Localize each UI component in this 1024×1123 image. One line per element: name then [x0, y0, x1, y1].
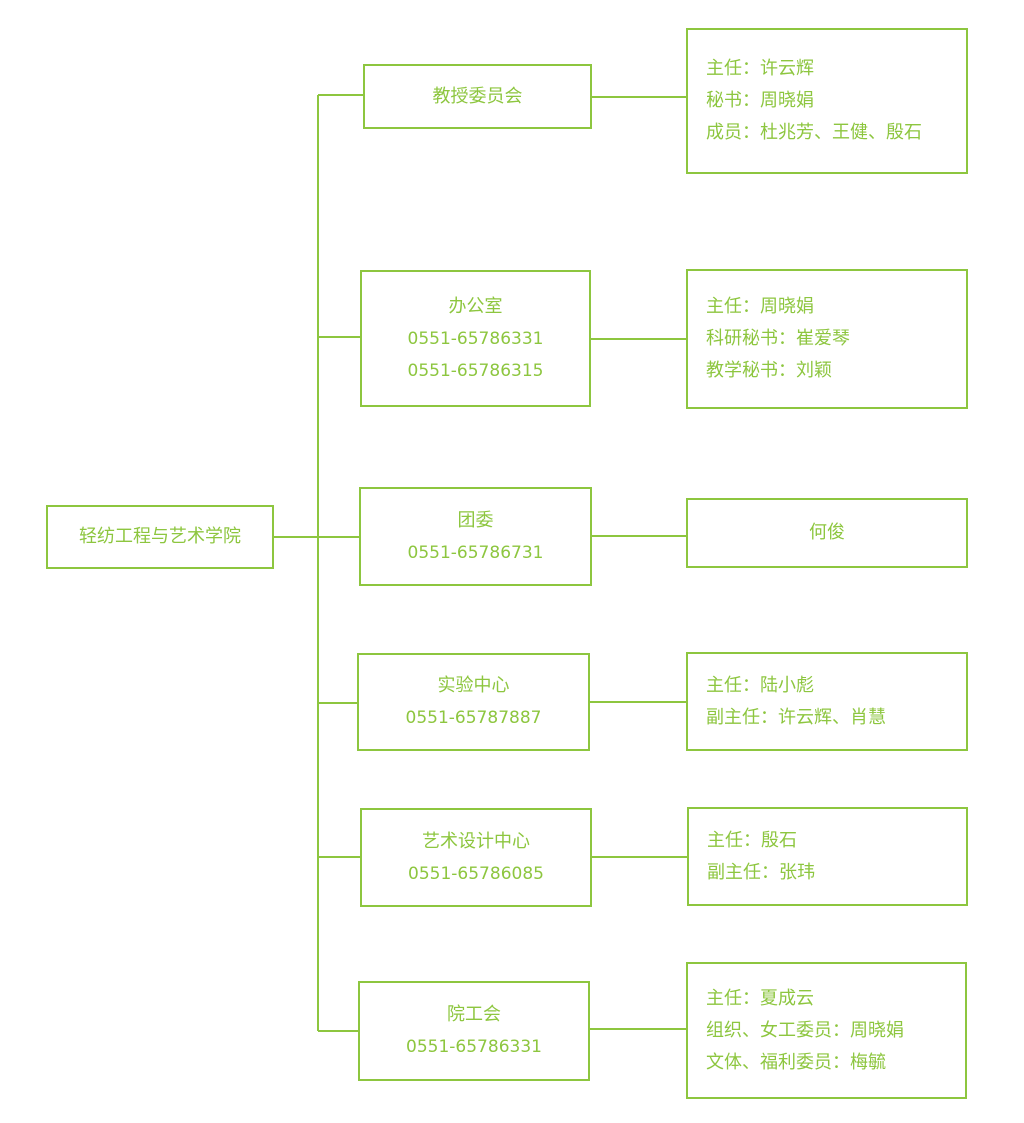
dept-box-office: 办公室 0551-65786331 0551-65786315: [360, 270, 591, 407]
detail-line: 何俊: [809, 522, 845, 543]
detail-line: 副主任：张玮: [707, 861, 815, 883]
dept-box-art-design-center: 艺术设计中心 0551-65786085: [360, 808, 592, 907]
detail-line: 主任：殷石: [707, 829, 797, 851]
dept-phone: 0551-65787887: [405, 708, 542, 728]
dept-box-lab-center: 实验中心 0551-65787887: [357, 653, 590, 751]
dept-label: 团委: [457, 509, 494, 531]
dept-phone: 0551-65786731: [407, 542, 544, 563]
dept-box-trade-union: 院工会 0551-65786331: [358, 981, 590, 1081]
detail-line: 秘书：周晓娟: [706, 90, 814, 111]
detail-line: 组织、女工委员：周晓娟: [706, 1019, 904, 1041]
dept-label: 艺术设计中心: [422, 830, 530, 852]
detail-line: 主任：夏成云: [706, 987, 814, 1009]
dept-label: 办公室: [448, 295, 503, 317]
dept-label: 实验中心: [437, 675, 510, 696]
detail-box-youth-league: 何俊: [686, 498, 968, 568]
detail-line: 主任：陆小彪: [706, 674, 814, 696]
dept-label: 院工会: [447, 1004, 501, 1025]
detail-box-professors-committee: 主任：许云辉 秘书：周晓娟 成员：杜兆芳、王健、殷石: [686, 28, 968, 174]
detail-line: 文体、福利委员：梅毓: [706, 1051, 886, 1073]
detail-line: 科研秘书：崔爱琴: [706, 328, 850, 349]
dept-box-youth-league: 团委 0551-65786731: [359, 487, 592, 586]
detail-line: 成员：杜兆芳、王健、殷石: [706, 122, 922, 143]
dept-phone: 0551-65786331: [407, 328, 544, 349]
dept-label: 教授委员会: [432, 85, 523, 107]
detail-box-art-design-center: 主任：殷石 副主任：张玮: [687, 807, 968, 906]
detail-line: 教学秘书：刘颖: [706, 360, 832, 381]
detail-box-trade-union: 主任：夏成云 组织、女工委员：周晓娟 文体、福利委员：梅毓: [686, 962, 967, 1099]
detail-box-office: 主任：周晓娟 科研秘书：崔爱琴 教学秘书：刘颖: [686, 269, 968, 409]
dept-phone: 0551-65786085: [408, 863, 544, 884]
dept-phone: 0551-65786331: [406, 1037, 542, 1057]
detail-line: 副主任：许云辉、肖慧: [706, 706, 886, 728]
detail-line: 主任：许云辉: [706, 58, 814, 79]
detail-line: 主任：周晓娟: [706, 296, 814, 317]
root-node: 轻纺工程与艺术学院: [46, 505, 274, 569]
dept-phone: 0551-65786315: [407, 360, 544, 381]
detail-box-lab-center: 主任：陆小彪 副主任：许云辉、肖慧: [686, 652, 968, 751]
dept-box-professors-committee: 教授委员会: [363, 64, 592, 129]
root-label: 轻纺工程与艺术学院: [79, 526, 241, 547]
